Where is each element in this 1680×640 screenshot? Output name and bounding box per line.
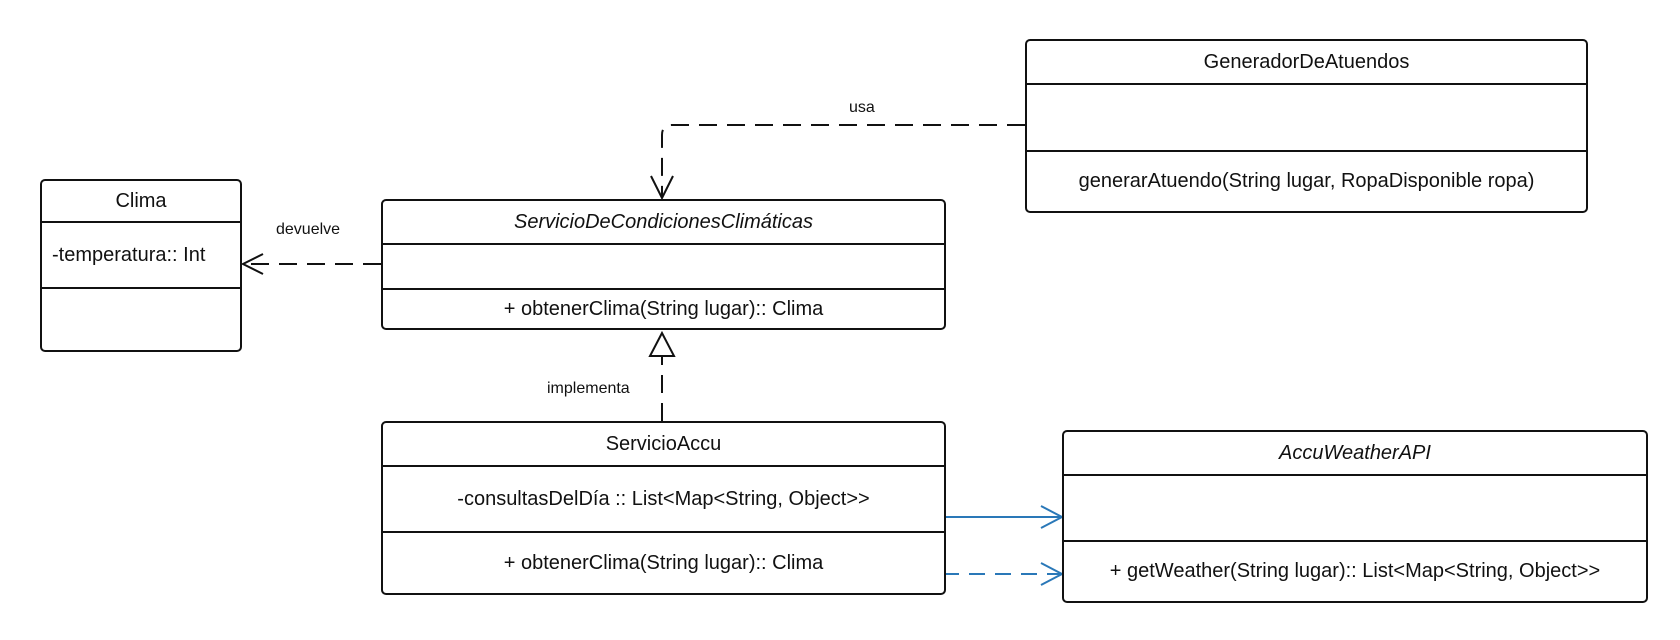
class-clima[interactable]: Clima -temperatura:: Int [40,179,242,352]
class-generador-methods: generarAtuendo(String lugar, RopaDisponi… [1027,150,1586,211]
class-accu-api-name: AccuWeatherAPI [1279,441,1431,464]
implementa-triangle [648,330,676,357]
class-servicio-condiciones-attributes [383,243,944,288]
usa-arrowhead [650,175,674,201]
class-accu-api[interactable]: AccuWeatherAPI + getWeather(String lugar… [1062,430,1648,603]
class-generador[interactable]: GeneradorDeAtuendos generarAtuendo(Strin… [1025,39,1588,213]
class-accu-api-methods: + getWeather(String lugar):: List<Map<St… [1064,540,1646,601]
class-generador-name: GeneradorDeAtuendos [1203,50,1410,73]
class-servicio-accu-name: ServicioAccu [605,432,722,455]
label-usa: usa [849,99,875,116]
class-clima-name: Clima [115,189,167,212]
class-clima-methods [42,287,240,350]
class-servicio-accu-methods: + obtenerClima(String lugar):: Clima [383,531,944,593]
label-implementa: implementa [547,380,630,397]
class-servicio-condiciones-name: ServicioDeCondicionesClimáticas [513,210,813,233]
class-servicio-condiciones[interactable]: ServicioDeCondicionesClimáticas + obtene… [381,199,946,330]
class-servicio-accu[interactable]: ServicioAccu -consultasDelDía :: List<Ma… [381,421,946,595]
usa-connector [661,124,1025,198]
class-clima-attributes: -temperatura:: Int [42,221,240,287]
class-generador-attributes [1027,83,1586,150]
class-servicio-condiciones-methods: + obtenerClima(String lugar):: Clima [383,288,944,328]
class-accu-api-attributes [1064,474,1646,540]
class-servicio-accu-attributes: -consultasDelDía :: List<Map<String, Obj… [383,465,944,531]
label-devuelve: devuelve [276,221,341,238]
devuelve-arrowhead [240,253,264,275]
